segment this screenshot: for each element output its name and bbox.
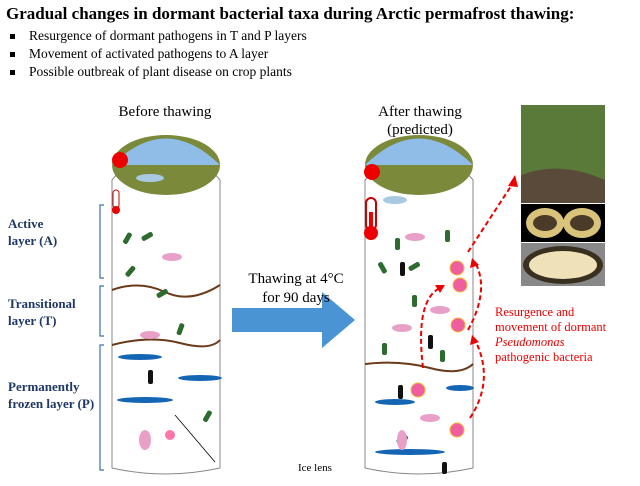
layer-brackets — [99, 204, 104, 471]
thawing-condition-text: Thawing at 4°C for 90 days — [236, 270, 356, 308]
thermometer-icon — [112, 189, 120, 214]
before-heading: Before thawing — [118, 104, 212, 120]
text-line: for 90 days — [262, 290, 330, 306]
sun-icon — [112, 152, 128, 168]
text-line: Resurgence and — [495, 305, 575, 319]
ice-lens-label: Ice lens — [298, 462, 332, 474]
text-line: Thawing at 4°C — [248, 271, 344, 287]
bullet-item: Resurgence of dormant pathogens in T and… — [10, 28, 307, 44]
sun-icon — [364, 164, 380, 180]
before-cylinder — [111, 135, 222, 475]
active-layer-label: Active layer (A) — [8, 215, 57, 249]
text-line: pathogenic bacteria — [495, 350, 593, 364]
after-heading-line: After thawing — [378, 104, 462, 120]
after-heading: After thawing (predicted) — [355, 103, 485, 139]
text-line: movement of dormant — [495, 320, 607, 334]
pathogen-annotation: Resurgence and movement of dormant Pseud… — [495, 305, 606, 365]
thawing-arrow — [232, 292, 355, 348]
bullet-text: Movement of activated pathogens to A lay… — [29, 46, 269, 61]
label-line: layer (A) — [8, 233, 58, 248]
figure-title: Gradual changes in dormant bacterial tax… — [6, 4, 575, 23]
bullet-item: Possible outbreak of plant disease on cr… — [10, 64, 292, 80]
label-line: frozen layer (P) — [8, 396, 95, 411]
movement-arrows — [420, 179, 516, 419]
label-line: layer (T) — [8, 313, 57, 328]
thermometer-icon — [364, 197, 378, 240]
after-cylinder — [364, 135, 474, 475]
arrowheads — [435, 175, 518, 345]
plant-disease-photos — [521, 105, 605, 286]
label-line: Transitional — [8, 296, 76, 311]
after-heading-line: (predicted) — [387, 122, 453, 138]
label-line: Active — [8, 216, 44, 231]
bullet-item: Movement of activated pathogens to A lay… — [10, 46, 268, 62]
bullet-text: Resurgence of dormant pathogens in T and… — [29, 28, 307, 43]
text-line: Pseudomonas — [495, 335, 565, 349]
bullet-text: Possible outbreak of plant disease on cr… — [29, 64, 292, 79]
transitional-layer-label: Transitional layer (T) — [8, 295, 76, 329]
label-line: Permanently — [8, 379, 80, 394]
frozen-layer-label: Permanently frozen layer (P) — [8, 378, 94, 412]
